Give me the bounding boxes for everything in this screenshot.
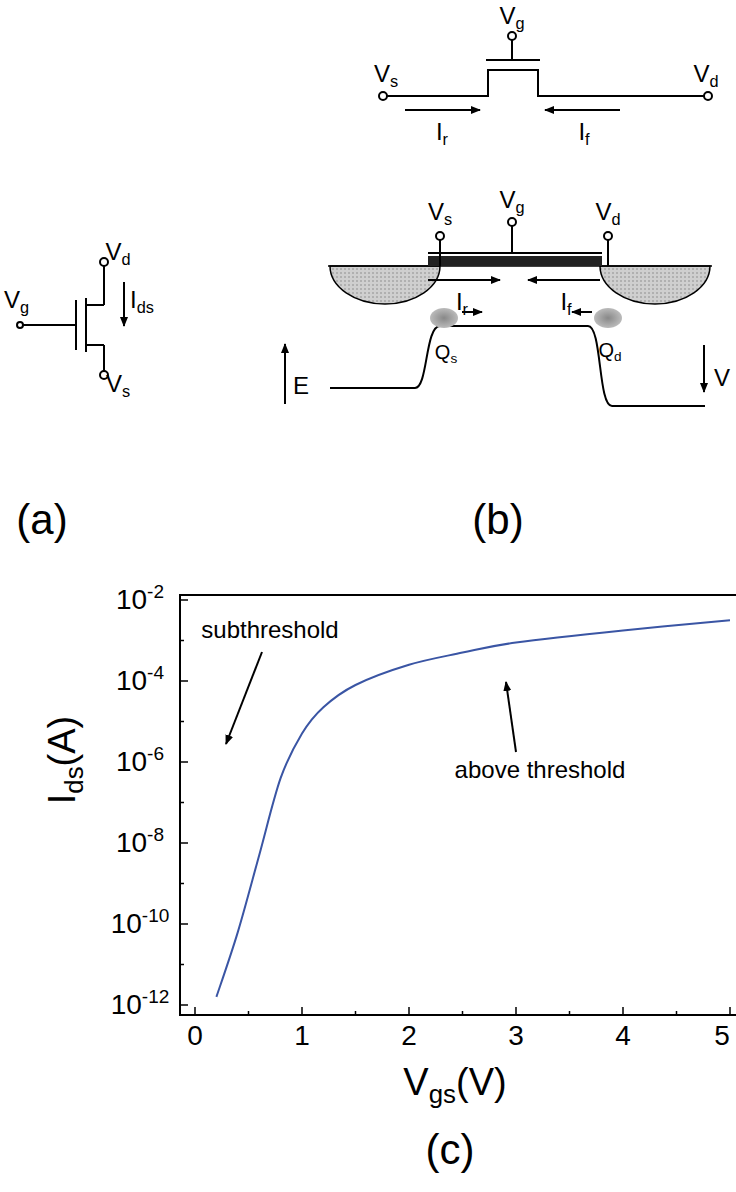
mosfet-symbol [17,258,124,379]
tick-label: 10-2 [116,586,164,614]
tick-label: 10-8 [116,829,164,857]
axis-title: Vgs(V) [403,1063,506,1101]
axis-title: Ids(A) [43,716,81,805]
signal-name: Vd [105,240,130,264]
panel-label: (c) [426,1129,475,1171]
signal-name: Vd [595,200,620,224]
energy-band-diagram [285,308,705,406]
tick-label: 1 [294,1022,310,1050]
current-label: Ir [456,290,468,314]
energy-axis-label: E [293,374,309,398]
device-cross-section [328,218,712,304]
signal-name: Vs [374,62,398,86]
signal-name: Vg [499,4,524,28]
charge-label: Qs [435,342,457,362]
annotation: above threshold [455,758,626,782]
tick-label: 2 [401,1022,417,1050]
tick-label: 3 [508,1022,524,1050]
signal-name: Ids [130,288,154,312]
signal-name: Vs [428,200,452,224]
panel-label: (a) [16,499,67,541]
tick-label: 10-10 [111,910,170,938]
current-label: If [578,120,589,144]
current-label: Ir [436,120,448,144]
panel-label: (b) [472,499,523,541]
signal-name: Vg [499,188,524,212]
tick-label: 10-6 [116,748,164,776]
annotation: subthreshold [201,618,338,642]
iv-chart [180,595,736,1015]
signal-name: Vd [693,62,718,86]
tick-label: 5 [714,1022,730,1050]
tick-label: 10-4 [116,667,164,695]
voltage-axis-label: V [714,366,730,390]
signal-name: Vg [4,288,29,312]
channel-schematic [379,32,712,110]
signal-name: Vs [106,372,130,396]
current-label: If [560,290,571,314]
tick-label: 0 [187,1022,203,1050]
charge-label: Qd [598,340,621,360]
tick-label: 4 [615,1022,631,1050]
tick-label: 10-12 [111,991,170,1019]
